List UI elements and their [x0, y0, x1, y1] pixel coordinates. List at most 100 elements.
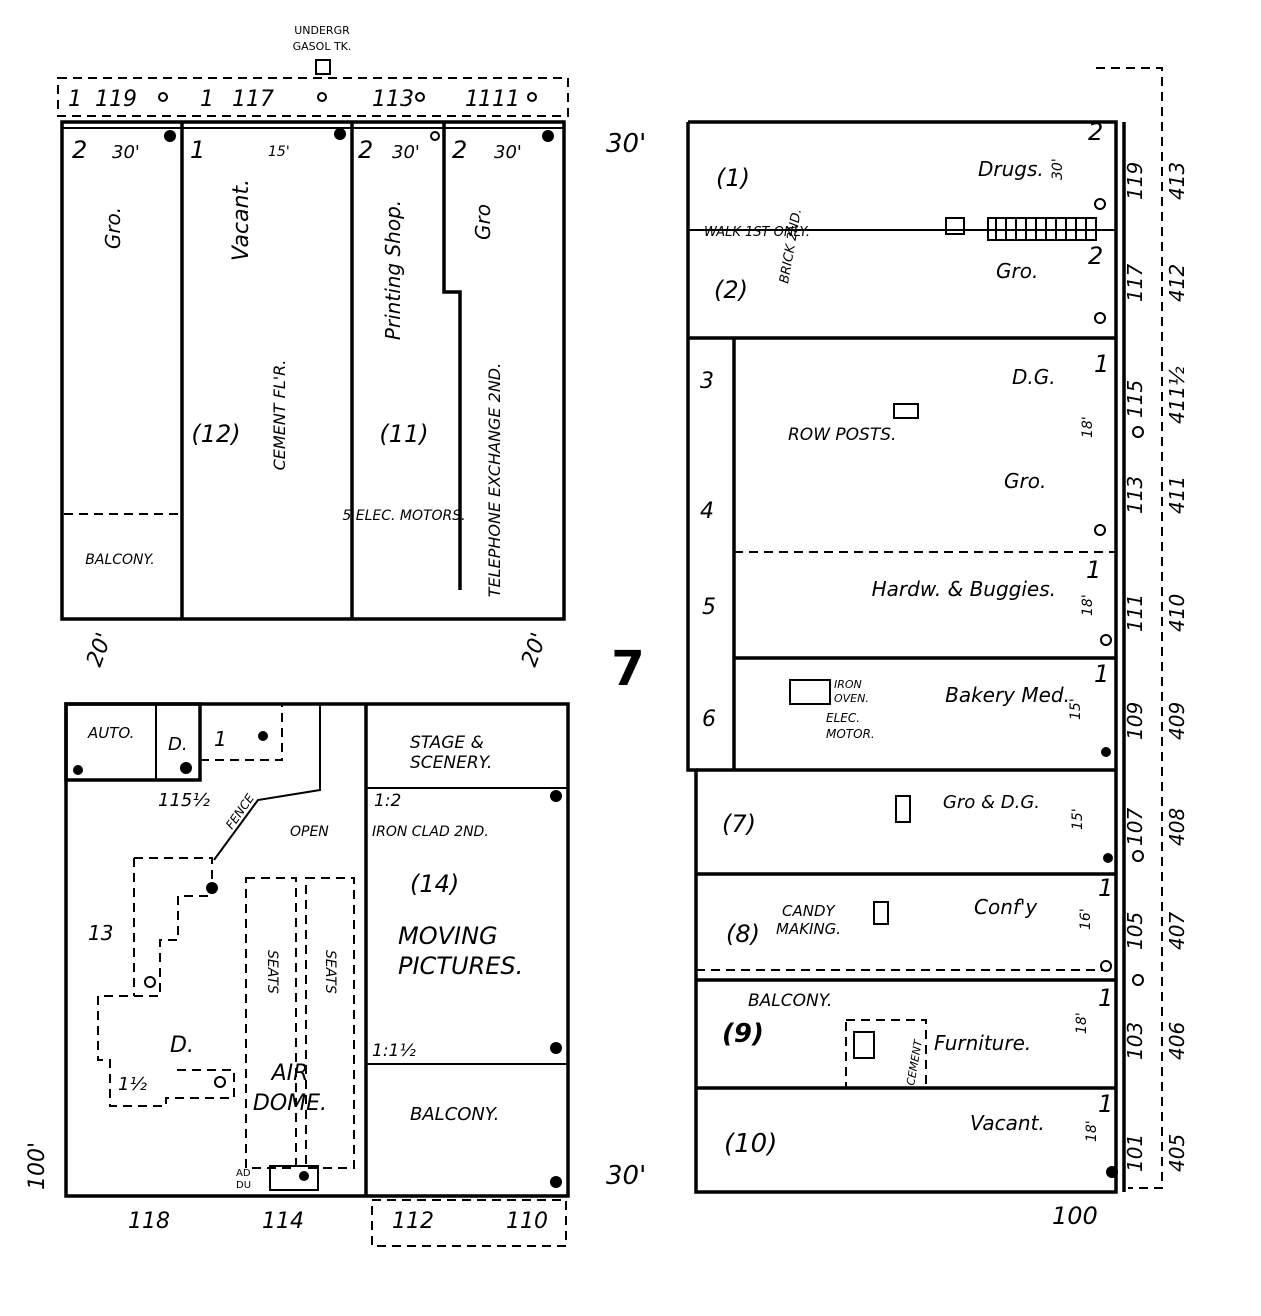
width-mark-top-30: 30' — [606, 129, 646, 159]
street-number-119: 119 — [95, 87, 137, 112]
street-number-e-119: 119 — [1123, 162, 1147, 200]
lot-number-413: 413 — [1165, 162, 1189, 200]
width-e-4: 15' — [1068, 698, 1084, 720]
key-11: (11) — [379, 420, 428, 448]
du-label: DU — [236, 1180, 251, 1191]
elec-motors-label: 5 ELEC. MOTORS. — [342, 508, 465, 524]
pole-ring — [1132, 850, 1144, 862]
street-number-e-101: 101 — [1123, 1134, 1147, 1172]
storey-top-mark-2: 1 — [200, 87, 214, 112]
width-e-8: 18' — [1084, 1120, 1100, 1142]
fire-hydrant-dot — [542, 130, 554, 142]
air-dome-label-1: AIR — [270, 1061, 309, 1086]
street-number-118: 118 — [128, 1209, 170, 1234]
occupancy-dg-115: D.G. — [1012, 365, 1056, 389]
side-width-100: 100' — [25, 1142, 50, 1190]
lot-number-405: 405 — [1165, 1134, 1189, 1172]
street-number-112: 112 — [392, 1209, 434, 1234]
width-mark-east-20: 20' — [517, 630, 552, 671]
street-number-e-103: 103 — [1123, 1022, 1147, 1060]
street-number-e-111: 111 — [1123, 594, 1147, 632]
occupancy-bakery: Bakery Med. — [945, 683, 1070, 707]
width-mark-west-20: 20' — [82, 630, 117, 671]
open-label: OPEN — [290, 824, 329, 840]
storey-e-8: 1 — [1098, 1090, 1113, 1118]
candy-label-2: MAKING. — [776, 920, 841, 938]
south-block: AUTO. D. 1 115½ FENCE OPEN 13 D. 1½ SEAT… — [25, 702, 570, 1247]
width-e-6: 16' — [1078, 908, 1094, 930]
sidewalk-strip-east — [1096, 67, 1163, 1189]
key-8: (8) — [726, 920, 760, 948]
fire-hydrant-dot — [180, 762, 192, 774]
ad-label: AD — [236, 1168, 251, 1179]
tank-label-1: UNDERGR — [294, 24, 350, 37]
storey-mark: 1 — [214, 727, 227, 751]
telephone-exchange-label: TELEPHONE EXCHANGE 2ND. — [485, 363, 504, 597]
street-number-e-107: 107 — [1123, 808, 1147, 846]
pole-ring — [158, 92, 168, 102]
width-e-2: 18' — [1080, 416, 1096, 438]
balcony-label-east: BALCONY. — [748, 991, 832, 1011]
occupancy-gro-111: Gro — [471, 204, 495, 240]
key-1: (1) — [716, 164, 750, 192]
elec-motor-label-1: ELEC. — [826, 711, 860, 725]
stage-label-2: SCENERY. — [410, 753, 492, 773]
east-block-outline — [686, 120, 1118, 1194]
lot-number-407: 407 — [1165, 912, 1189, 950]
street-number-113: 113 — [372, 87, 414, 112]
sidewalk-strip-south — [371, 1199, 567, 1247]
width-119: 30' — [112, 142, 140, 163]
stage-label-1: STAGE & — [410, 733, 484, 753]
storey-119: 2 — [72, 136, 87, 164]
occupancy-gro-dg: Gro & D.G. — [943, 792, 1040, 813]
d-small-label: D. — [168, 734, 188, 755]
street-number-e-115: 115 — [1123, 380, 1147, 418]
storey-e-7: 1 — [1098, 984, 1113, 1012]
pole-ring — [1094, 524, 1106, 536]
balcony-label-west: BALCONY. — [85, 552, 154, 568]
elevator-box-8 — [873, 901, 889, 925]
pole-ring — [1100, 960, 1112, 972]
fire-hydrant-dot — [73, 765, 83, 775]
key-10: (10) — [724, 1129, 777, 1159]
occupancy-vacant-101: Vacant. — [970, 1111, 1045, 1135]
cement-floor-label: CEMENT FL'R. — [270, 360, 289, 471]
key-7: (7) — [722, 810, 756, 838]
garage-outline — [64, 702, 202, 782]
storey-top-mark: 1 — [68, 87, 82, 112]
moving-pictures-label-2: PICTURES. — [398, 952, 523, 980]
occupancy-gro-113: Gro. — [1004, 469, 1046, 493]
storey-one-and-half: 1½ — [118, 1074, 147, 1095]
width-113: 30' — [392, 142, 420, 163]
ticket-booth — [269, 1165, 319, 1191]
occupancy-confy: Conf'y — [974, 895, 1038, 919]
lot-number-409: 409 — [1165, 702, 1189, 740]
fire-hydrant-dot — [550, 1176, 562, 1188]
number-115-half: 115½ — [158, 790, 210, 811]
row-posts-label: ROW POSTS. — [788, 425, 896, 445]
pole-ring — [1094, 198, 1106, 210]
street-number-e-109: 109 — [1123, 702, 1147, 740]
cement-vault-outline — [845, 1019, 927, 1089]
fire-hydrant-dot — [164, 130, 176, 142]
width-e-1: 30' — [1050, 158, 1066, 180]
fire-hydrant-dot — [1106, 1166, 1118, 1178]
brick-label: BRICK 2ND. — [777, 208, 805, 285]
pole-ring — [1094, 312, 1106, 324]
fire-hydrant-dot — [258, 731, 268, 741]
auto-label: AUTO. — [87, 724, 134, 742]
elevator-box — [945, 217, 965, 235]
key-9: (9) — [722, 1019, 764, 1049]
occupancy-furniture: Furniture. — [934, 1031, 1031, 1055]
gasoline-tank-icon — [315, 59, 331, 75]
sheet-number: 7 — [611, 641, 644, 697]
storey-e-2: 2 — [1088, 242, 1103, 270]
key-4: 4 — [700, 499, 714, 524]
stairway — [987, 217, 1097, 241]
iron-oven-label-2: OVEN. — [834, 692, 869, 705]
tank-label-2: GASOL TK. — [293, 40, 352, 53]
occupancy-gro-119: Gro. — [101, 207, 125, 249]
key-5: 5 — [702, 595, 716, 620]
width-e-3: 18' — [1080, 594, 1096, 616]
lot-number-411: 411 — [1165, 476, 1189, 514]
